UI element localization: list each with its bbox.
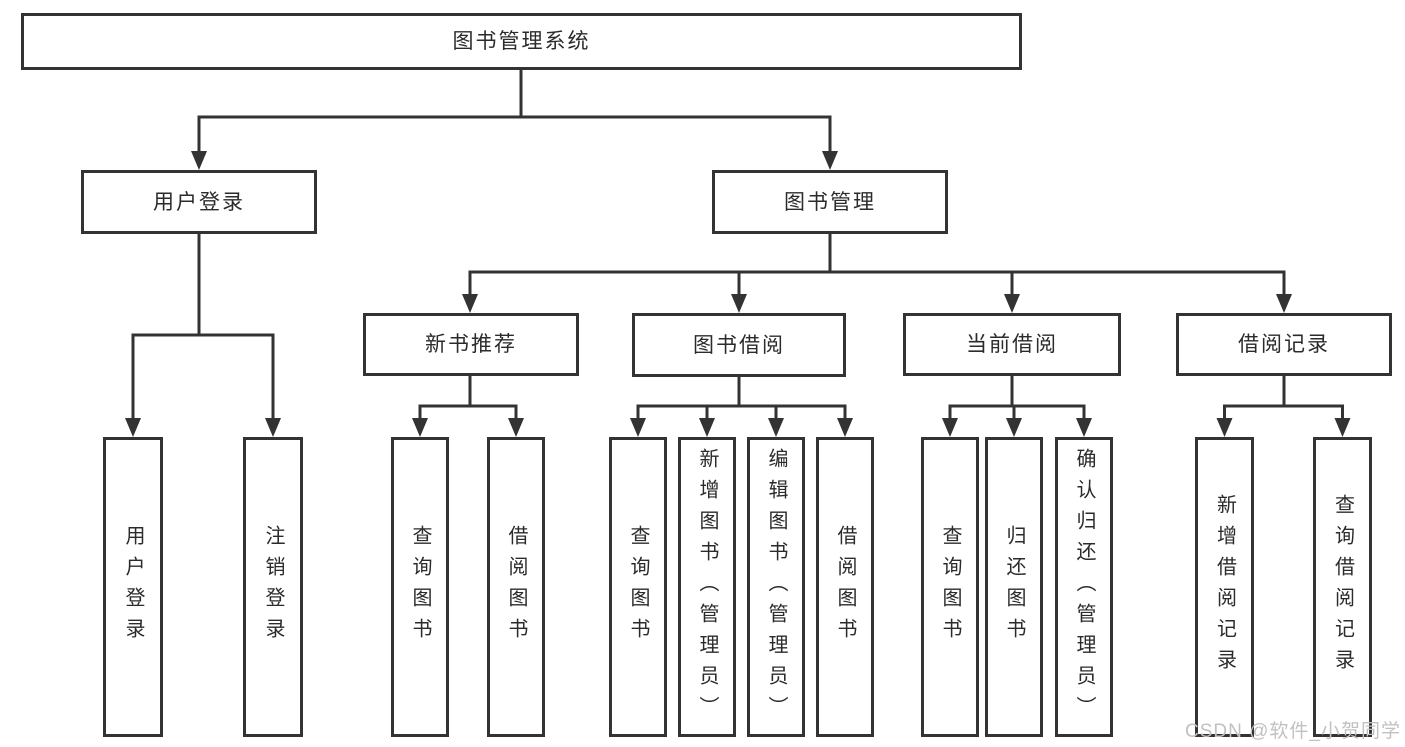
node-book-management-label: 图书管理 [784, 190, 876, 214]
node-book-management: 图书管理 [712, 170, 948, 234]
node-new-book-recommend: 新书推荐 [363, 313, 579, 376]
node-leaf-borrow-books-recommend: 借阅图书 [487, 437, 545, 737]
node-leaf-query-books-recommend: 查询图书 [391, 437, 449, 737]
node-root-label: 图书管理系统 [452, 30, 591, 53]
node-new-book-recommend-label: 新书推荐 [425, 333, 517, 356]
node-current-borrowing: 当前借阅 [903, 313, 1121, 376]
node-user-login: 用户登录 [81, 170, 317, 234]
node-borrowing-records-label: 借阅记录 [1238, 333, 1330, 356]
node-leaf-add-borrow-record: 新增借阅记录 [1195, 437, 1254, 737]
node-current-borrowing-label: 当前借阅 [966, 333, 1058, 356]
node-leaf-edit-books-admin: 编辑图书（管理员） [747, 437, 805, 737]
node-leaf-query-borrow-record: 查询借阅记录 [1313, 437, 1372, 737]
node-leaf-logout: 注销登录 [243, 437, 303, 737]
node-book-borrowing-label: 图书借阅 [693, 333, 785, 357]
node-leaf-query-books-borrowing: 查询图书 [609, 437, 667, 737]
node-root: 图书管理系统 [21, 13, 1022, 70]
watermark-text: CSDN @软件_小贺同学 [1185, 721, 1401, 742]
node-user-login-label: 用户登录 [153, 190, 245, 214]
node-leaf-return-books: 归还图书 [985, 437, 1043, 737]
node-leaf-confirm-return-admin: 确认归还（管理员） [1055, 437, 1113, 737]
node-leaf-add-books-admin: 新增图书（管理员） [678, 437, 736, 737]
node-book-borrowing: 图书借阅 [632, 313, 846, 377]
node-borrowing-records: 借阅记录 [1176, 313, 1392, 376]
node-leaf-borrow-books: 借阅图书 [816, 437, 874, 737]
node-leaf-query-books-current: 查询图书 [921, 437, 979, 737]
node-leaf-user-login: 用户登录 [103, 437, 163, 737]
